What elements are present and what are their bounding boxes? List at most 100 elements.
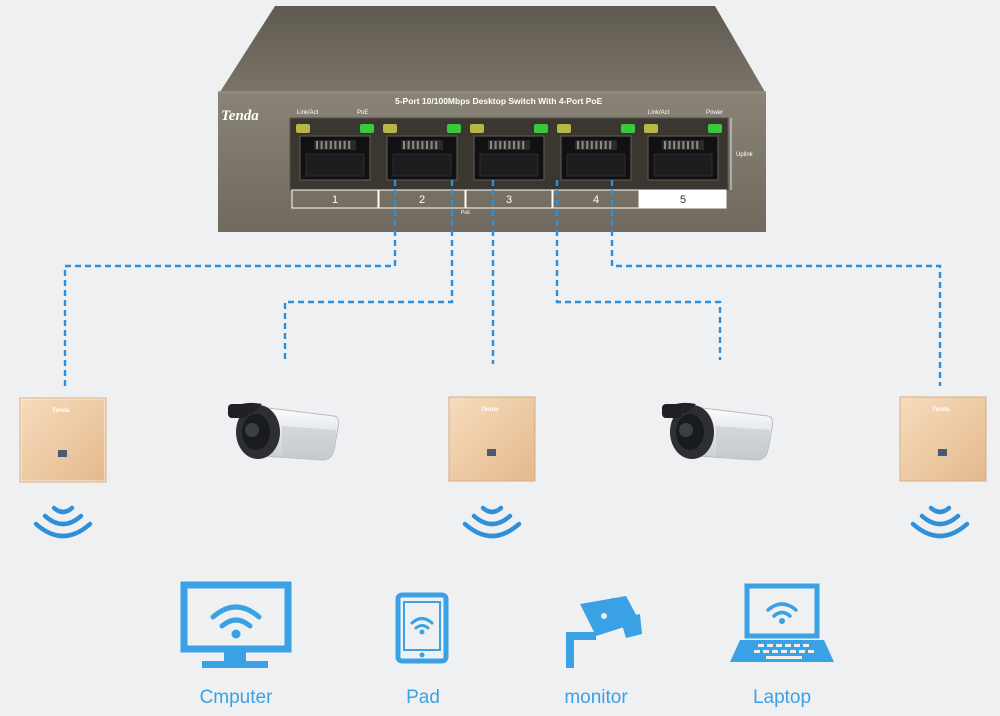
link-port2-camera-left [283,180,454,360]
ap-lan-port-icon [58,450,67,457]
ethernet-port-2 [383,124,461,181]
contact-pin [329,141,332,149]
contact-pin [343,141,346,149]
contact-pin [403,141,405,149]
contact-pin [320,141,323,149]
socket-cavity [479,153,539,177]
tablet-wifi-icon [395,592,449,664]
contact-pin [691,141,694,149]
client-label-monitor: monitor [564,687,628,708]
contact-pin [586,141,589,149]
switch-top-panel [220,6,765,92]
link-led [557,124,571,133]
port-number-2: 2 [419,194,425,206]
poe-led-label: PoE [357,110,368,116]
ap-lan-port-icon [487,449,496,456]
socket-cavity [566,153,626,177]
contact-pin [412,141,415,149]
client-label-pad: Pad [406,687,440,708]
brand-logo: Tenda [221,108,259,124]
contact-pin [426,141,428,149]
bullet-camera-left [228,402,339,461]
contact-pin [334,141,337,149]
poe-led [621,124,635,133]
link-led [644,124,658,133]
client-label-laptop: Laptop [753,687,811,708]
contact-pin [668,141,671,149]
ap-brand: Tenda [932,407,950,413]
contact-pin [316,141,318,149]
link-port4-camera-right [555,180,722,360]
link-act-label-right: Link/Act [648,110,670,116]
contact-pin [494,141,497,149]
poe-bar-label: PoE [461,210,471,216]
link-led [470,124,484,133]
poe-led [534,124,548,133]
link-port4-ap-right [610,180,942,386]
ap-brand: Tenda [52,408,70,414]
contact-pin [590,141,593,149]
ap-brand: Tenda [481,407,499,413]
link-led [296,124,310,133]
wall-access-point-right: Tenda [899,396,987,482]
contact-pin [435,141,438,149]
poe-switch: Tenda 5-Port 10/100Mbps Desktop Switch W… [218,6,766,232]
port-number-cell [465,189,553,209]
socket-cavity [305,153,365,177]
wifi-signal-icon [462,505,522,539]
ethernet-port-3 [470,124,548,181]
bullet-camera-right [662,402,773,461]
contact-pin [407,141,410,149]
socket-cavity [653,153,713,177]
contact-pin [416,141,419,149]
laptop-wifi-icon [730,583,834,662]
contact-pin [522,141,525,149]
port-number-cell [291,189,379,209]
contact-pin [600,141,602,149]
port-number-cell [639,189,727,209]
contact-pin [664,141,666,149]
contact-pin [673,141,676,149]
socket-cavity [392,153,452,177]
client-label-computer: Cmputer [200,687,274,708]
contact-pin [696,141,699,149]
port-number-3: 3 [506,194,512,206]
contact-pin [325,141,328,149]
ethernet-port-1 [296,124,374,181]
uplink-label: Uplink [736,152,754,158]
contact-pin [421,141,424,149]
port-number-4: 4 [593,194,599,206]
contact-pin [430,141,433,149]
port-number-cell [552,189,640,209]
contact-pin [490,141,492,149]
contact-pin [682,141,685,149]
link-act-label-left: Link/Act [297,110,319,116]
wall-access-point-center: Tenda [448,396,536,482]
ethernet-port-4 [557,124,635,181]
link-port2-ap-left [63,180,397,386]
contact-pin [499,141,502,149]
contact-pin [508,141,511,149]
link-led [383,124,397,133]
contact-pin [517,141,520,149]
wall-access-point-left: Tenda [19,397,107,483]
wifi-signal-icon [910,505,970,539]
contact-pin [609,141,612,149]
port-number-cell [378,189,466,209]
ethernet-ports [296,124,722,181]
contact-pin [687,141,689,149]
security-camera-icon [566,596,642,668]
port-number-5: 5 [680,194,686,206]
poe-led [360,124,374,133]
power-label: Power [706,110,723,116]
computer-wifi-icon [180,581,292,668]
power-led [708,124,722,133]
wifi-signal-icon [33,505,93,539]
contact-pin [348,141,351,149]
contact-pin [503,141,506,149]
contact-pin [595,141,598,149]
ap-lan-port-icon [938,449,947,456]
contact-pin [604,141,607,149]
